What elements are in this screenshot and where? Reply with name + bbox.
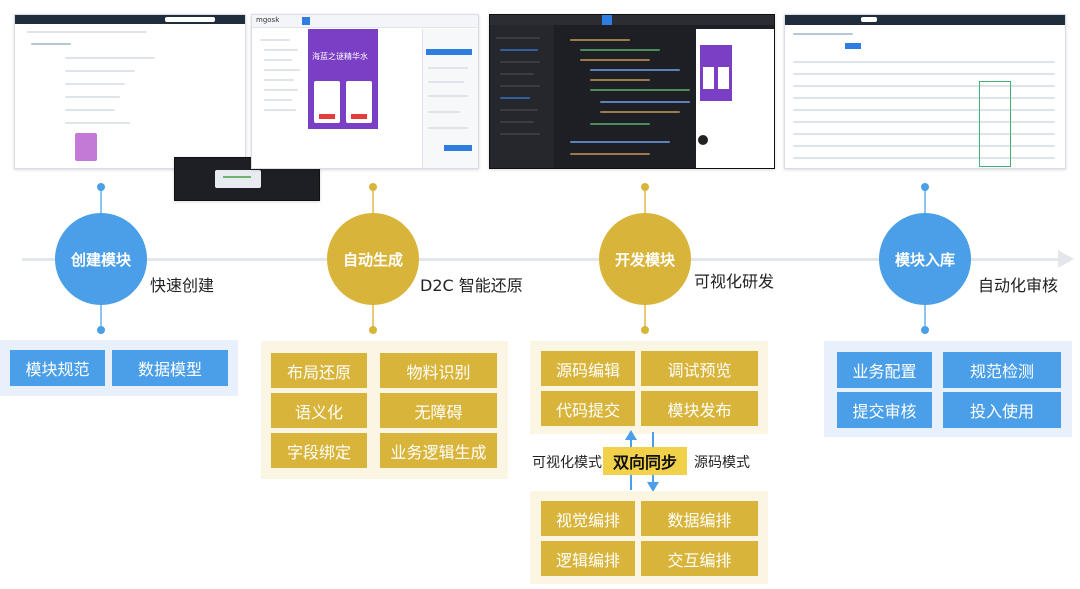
tile-spec-check: 规范检测 (943, 352, 1061, 388)
tile-submit-review: 提交审核 (837, 392, 932, 428)
sync-right-label: 源码模式 (694, 455, 750, 471)
tile-logic-orchestration: 逻辑编排 (541, 541, 635, 576)
timeline-axis (22, 258, 1062, 261)
screenshot-review-table (784, 14, 1066, 169)
editor-logo: mgosk (256, 16, 280, 24)
stage-dot (921, 183, 929, 191)
tile-accessibility: 无障碍 (380, 393, 497, 428)
tile-layout-restore: 布局还原 (271, 353, 367, 388)
screenshot-editor: mgosk 海蓝之谜精华水 (251, 14, 479, 169)
sync-arrowhead-down (647, 482, 659, 492)
sync-arrowhead-up (625, 430, 637, 440)
stage-circle-generate: 自动生成 (327, 213, 419, 305)
stage-label-create: 快速创建 (150, 276, 215, 295)
tile-data-model: 数据模型 (112, 350, 228, 386)
screenshot-code-editor (489, 14, 775, 169)
poster-title: 海蓝之谜精华水 (312, 52, 368, 61)
tile-module-spec: 模块规范 (10, 350, 105, 386)
timeline-arrowhead (1058, 250, 1074, 268)
stage-dot (97, 326, 105, 334)
stage-circle-publish: 模块入库 (879, 213, 971, 305)
tile-logic-generation: 业务逻辑生成 (380, 433, 497, 468)
stage-dot (97, 183, 105, 191)
tile-visual-layout: 视觉编排 (541, 501, 635, 536)
tile-debug-preview: 调试预览 (641, 351, 758, 386)
stage-label-develop: 可视化研发 (694, 272, 775, 291)
sync-left-label: 可视化模式 (532, 455, 602, 471)
tile-code-commit: 代码提交 (541, 391, 635, 426)
stage-circle-develop: 开发模块 (599, 213, 691, 305)
tile-data-orchestration: 数据编排 (641, 501, 758, 536)
stage-dot (641, 326, 649, 334)
stage-dot (921, 326, 929, 334)
tile-source-edit: 源码编辑 (541, 351, 635, 386)
stage-dot (369, 326, 377, 334)
stage-circle-create: 创建模块 (55, 213, 147, 305)
tile-module-release: 模块发布 (641, 391, 758, 426)
tile-material-recognition: 物料识别 (380, 353, 497, 388)
tile-business-config: 业务配置 (837, 352, 932, 388)
tile-go-live: 投入使用 (943, 392, 1061, 428)
tile-interaction-orchestration: 交互编排 (641, 541, 758, 576)
stage-label-generate: D2C 智能还原 (420, 276, 523, 295)
stage-dot (641, 183, 649, 191)
screenshot-form-page (14, 14, 246, 169)
stage-dot (369, 183, 377, 191)
tile-semantic: 语义化 (271, 393, 367, 428)
sync-center-badge: 双向同步 (603, 447, 687, 475)
tile-field-binding: 字段绑定 (271, 433, 367, 468)
stage-label-publish: 自动化审核 (978, 276, 1059, 295)
